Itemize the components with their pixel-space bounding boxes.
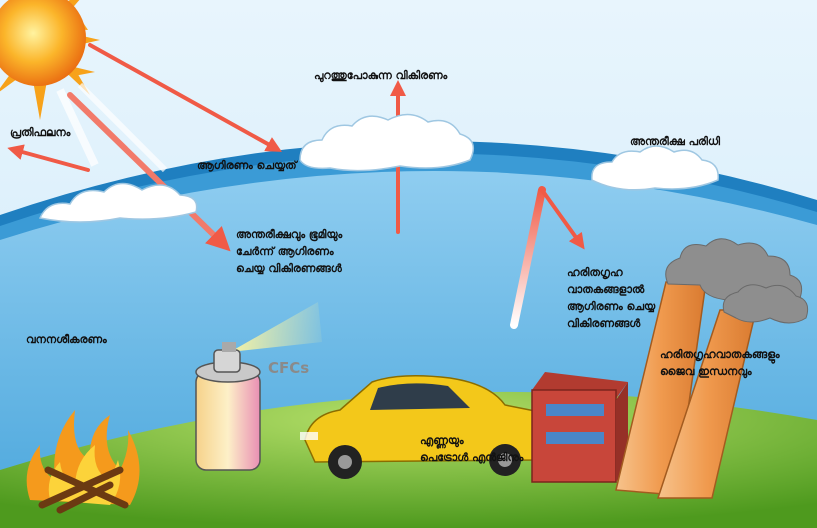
cloud-icon [591,145,719,191]
cloud-icon [38,182,198,223]
deforestation-label: വനനശീകരണം [26,333,107,346]
reflection-label: പ്രതിഫലനം [10,126,71,139]
cloud-icon [299,113,475,172]
greenhouse-ray [510,186,546,329]
incoming-to-earth-arrow [67,92,231,252]
oil-petrol-label: എണ്ണയും പെട്രോൾ എൻജിനും [420,434,524,464]
atmosphere-earth-absorbed-label: അന്തരീക്ഷവും ഭൂമിയും ചേർന്ന് ആഗിരണം ചെയ്… [236,228,343,275]
car-icon [300,375,551,479]
radiation-arrows [7,43,585,329]
greenhouse-fuel-label: ഹരിതഗൃഹവാതകങ്ങളും ജൈവ ഇന്ധനവും [660,348,780,378]
fire-icon [26,410,140,514]
incoming-absorbed-arrow [88,43,282,152]
solar-rays [56,82,168,173]
sun-icon [0,0,100,120]
factory-icon [531,372,628,483]
greenhouse-absorbed-label: ഹരിതഗൃഹ വാതകങ്ങളാൽ ആഗിരണം ചെയ്യ വികിരണങ്… [567,266,656,330]
outgoing-radiation-label: പുറത്തുപോകുന്ന വികിരണം [314,69,448,82]
reflection-arrow [7,144,90,172]
smoke-icon [665,238,809,324]
absorbed-label: ആഗിരണം ചെയ്യത് [197,159,297,172]
greenhouse-reflect-arrow [540,188,585,250]
spray-can-icon [195,302,322,471]
cfcs-label: CFCs [268,359,309,377]
atmosphere-boundary-label: അന്തരീക്ഷ പരിധി [630,135,720,148]
